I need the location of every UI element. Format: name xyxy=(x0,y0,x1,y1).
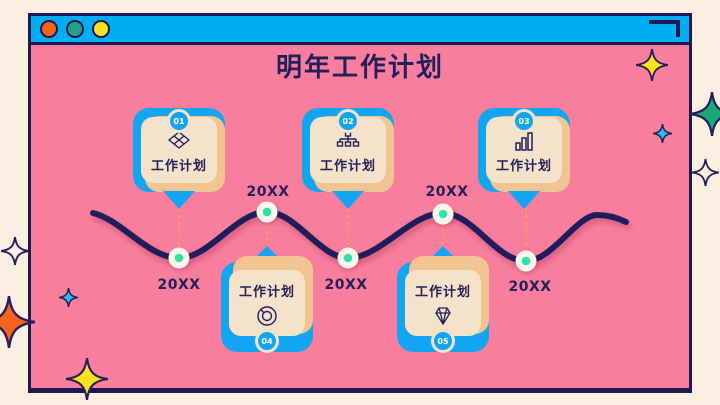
card-number-badge: 03 xyxy=(512,109,536,133)
card-label: 工作计划 xyxy=(414,285,471,300)
donut-chart-icon xyxy=(257,306,277,326)
sparkle-icon xyxy=(690,92,720,136)
year-label: 20XX xyxy=(324,277,368,293)
layers-icon xyxy=(168,131,190,149)
window-close-button[interactable] xyxy=(40,20,58,38)
pointer-triangle xyxy=(332,191,364,209)
year-label: 20XX xyxy=(508,279,552,295)
card-face: 工作计划 xyxy=(229,270,305,336)
sparkle-icon xyxy=(692,159,719,186)
year-label: 20XX xyxy=(246,184,290,200)
pointer-triangle xyxy=(163,191,195,209)
bar-chart-icon xyxy=(515,132,533,151)
presentation-window xyxy=(28,13,692,393)
gem-icon xyxy=(435,307,451,325)
card-label: 工作计划 xyxy=(150,159,207,174)
org-chart-icon xyxy=(336,131,360,147)
window-maximize-button[interactable] xyxy=(92,20,110,38)
card-face: 工作计划 xyxy=(486,117,562,183)
year-label: 20XX xyxy=(157,277,201,293)
corner-bracket-icon xyxy=(649,20,680,37)
card-face: 工作计划 xyxy=(405,270,481,336)
window-titlebar xyxy=(31,16,689,45)
window-minimize-button[interactable] xyxy=(66,20,84,38)
page-title: 明年工作计划 xyxy=(275,53,444,83)
card-label: 工作计划 xyxy=(319,159,376,174)
sparkle-icon xyxy=(1,237,29,265)
year-label: 20XX xyxy=(425,184,469,200)
card-number-badge: 05 xyxy=(431,329,455,353)
card-label: 工作计划 xyxy=(495,159,552,174)
card-number-badge: 04 xyxy=(255,329,279,353)
card-number-badge: 01 xyxy=(167,109,191,133)
pointer-triangle xyxy=(508,191,540,209)
card-label: 工作计划 xyxy=(238,285,295,300)
card-number-badge: 02 xyxy=(336,109,360,133)
